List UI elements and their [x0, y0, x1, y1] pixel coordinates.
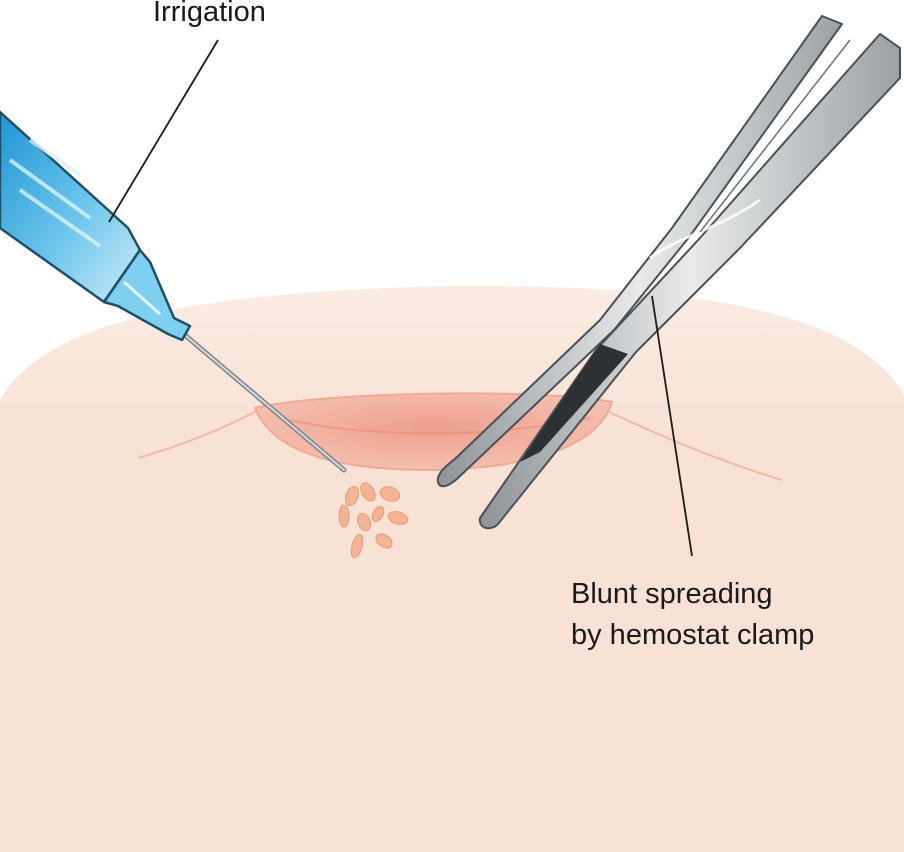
syringe-tip: [102, 248, 192, 342]
leader-line-irrigation: [108, 39, 219, 223]
syringe: [0, 110, 192, 342]
clamp-jaw-dark: [520, 344, 628, 462]
irrigation-droplets: [338, 482, 409, 559]
label-clamp-line1: Blunt spreading: [571, 578, 773, 610]
clamp-arm-upper: [436, 15, 843, 488]
label-clamp-line2: by hemostat clamp: [571, 619, 815, 651]
hemostat-clamp: [436, 15, 901, 530]
skin-fold: [137, 407, 783, 481]
label-irrigation: Irrigation: [153, 0, 266, 28]
clamp-arm-lower: [478, 33, 901, 530]
skin-surface: [0, 285, 904, 852]
label-clamp: Blunt spreading by hemostat clamp: [571, 574, 814, 656]
leader-line-clamp: [651, 295, 693, 557]
